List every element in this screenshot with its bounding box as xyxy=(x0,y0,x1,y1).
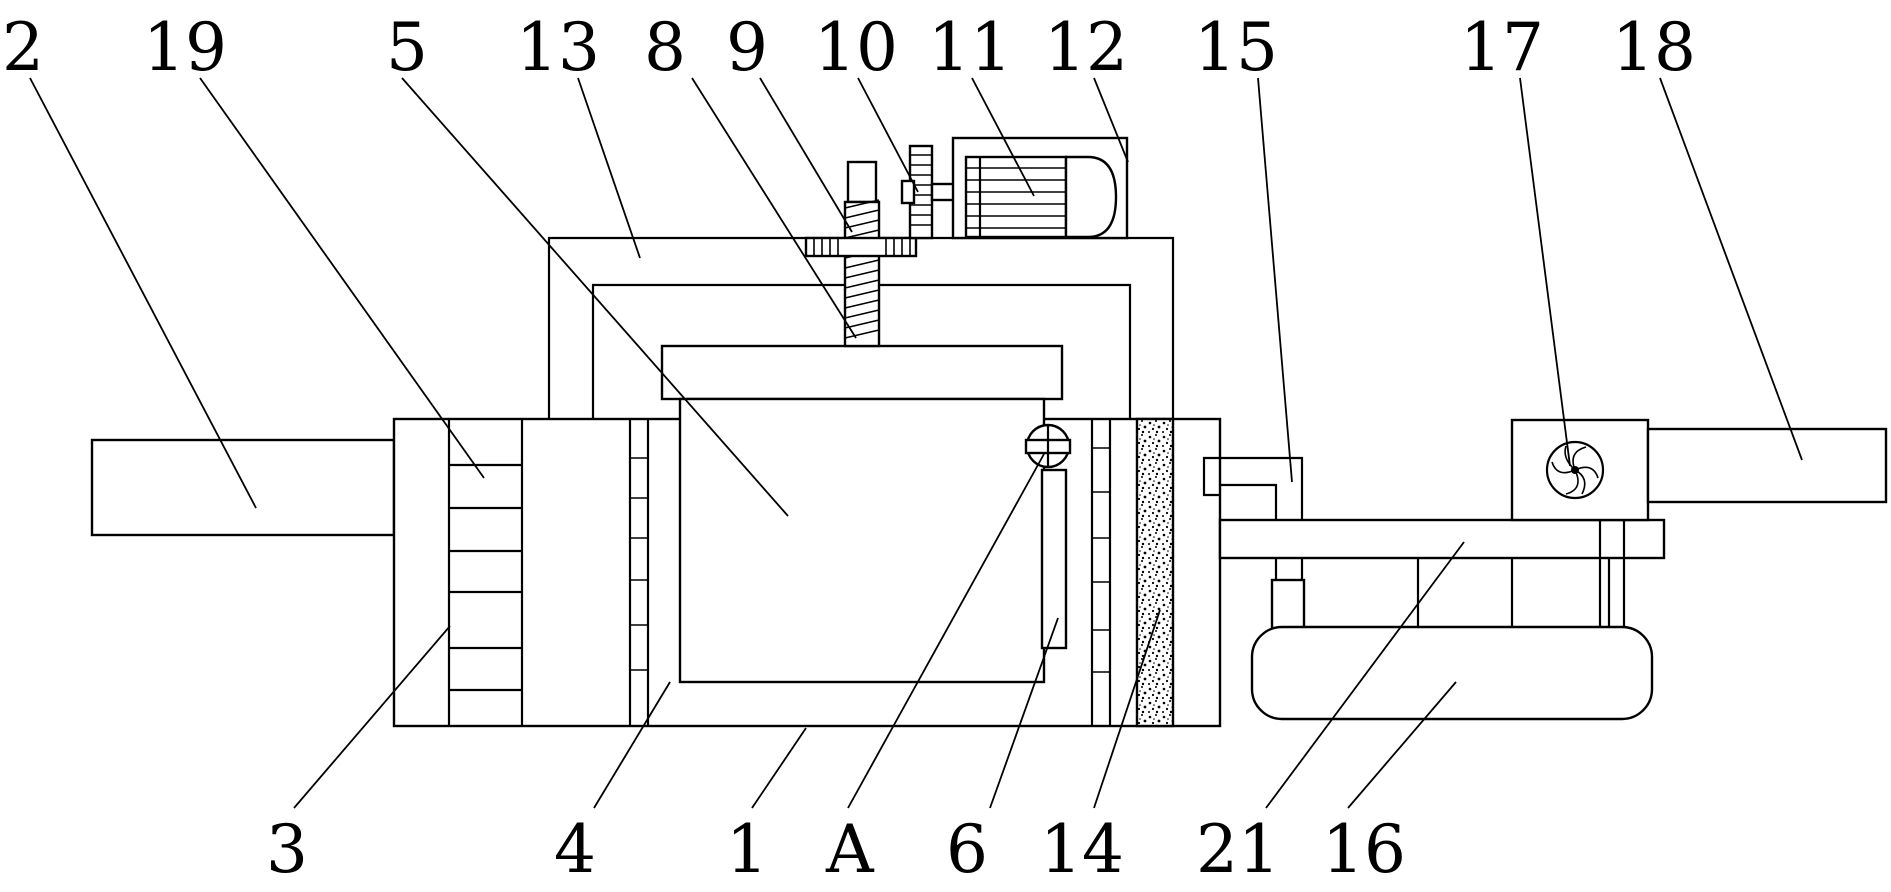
leader-lines xyxy=(29,77,1803,809)
inlet-pipe xyxy=(90,438,396,537)
label-6: 6 xyxy=(946,811,988,888)
collection-tank xyxy=(1250,625,1654,721)
gear-teeth-horizontal xyxy=(813,238,911,256)
label-1: 1 xyxy=(726,811,768,888)
label-11: 11 xyxy=(928,9,1012,86)
label-3: 3 xyxy=(266,811,308,888)
label-9: 9 xyxy=(726,9,768,86)
left-filter-grid xyxy=(449,463,522,692)
filter-box xyxy=(678,397,1046,684)
label-17: 17 xyxy=(1460,9,1544,86)
gear-hub xyxy=(900,179,916,205)
right-guide-rail xyxy=(1090,419,1112,726)
label-4: 4 xyxy=(554,811,596,888)
lifting-plate xyxy=(660,344,1064,401)
motor-endcap xyxy=(1064,155,1118,239)
left-guide-rail xyxy=(628,419,650,726)
outlet-connector xyxy=(1202,456,1304,582)
connecting-pipe xyxy=(1218,518,1666,560)
label-21: 21 xyxy=(1196,811,1280,888)
label-2: 2 xyxy=(2,9,44,86)
label-14: 14 xyxy=(1040,811,1124,888)
fan-icon xyxy=(1545,440,1605,500)
label-5: 5 xyxy=(386,9,428,86)
label-15: 15 xyxy=(1194,9,1278,86)
fan-housing xyxy=(1510,418,1650,522)
bottom-labels: 3 4 1 A 6 14 21 16 xyxy=(266,811,1406,888)
top-labels: 2 19 5 13 8 9 10 11 12 15 17 18 xyxy=(2,9,1696,86)
screw-top xyxy=(846,160,878,204)
pull-rod xyxy=(1040,468,1068,650)
label-16: 16 xyxy=(1322,811,1406,888)
motor-body xyxy=(964,155,1068,239)
filter-layer xyxy=(1135,417,1175,728)
label-19: 19 xyxy=(143,9,227,86)
label-10: 10 xyxy=(814,9,898,86)
label-A: A xyxy=(825,811,875,888)
label-12: 12 xyxy=(1044,9,1128,86)
horizontal-gear xyxy=(804,236,918,258)
label-13: 13 xyxy=(516,9,600,86)
label-8: 8 xyxy=(644,9,686,86)
label-18: 18 xyxy=(1612,9,1696,86)
outlet-pipe xyxy=(1646,427,1888,504)
motor-fins xyxy=(966,157,1066,237)
